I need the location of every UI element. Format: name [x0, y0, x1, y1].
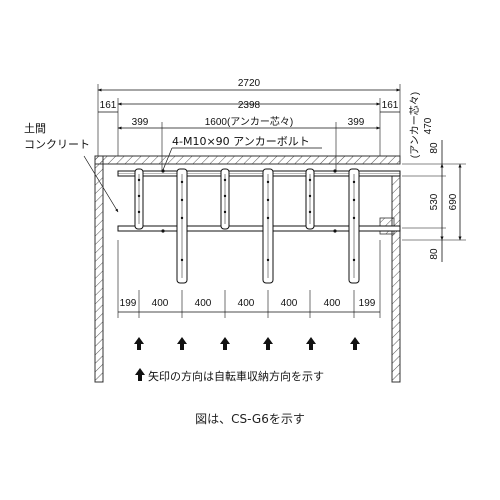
floor-label: 土間 コンクリート	[24, 122, 119, 213]
dim-inner-text: 2398	[238, 100, 261, 111]
arrow-up-icon	[306, 337, 316, 350]
floor-label-line2: コンクリート	[24, 138, 90, 151]
dim-right-80-top-text: 80	[429, 142, 440, 154]
arrow-note: 矢印の方向は自転車収納方向を示す	[135, 368, 324, 383]
dimension-bottom: 199 400 400 400 400 400 199	[117, 240, 381, 318]
bicycle-slot-6	[348, 168, 360, 284]
anchor-center-side-label: (アンカー芯々)	[408, 92, 421, 158]
dim-right-margin-text: 161	[382, 100, 399, 111]
dim-left-offset-text: 399	[132, 117, 149, 128]
anchor-bolts	[161, 169, 337, 233]
dim-bottom-5: 400	[324, 298, 341, 309]
arrow-up-icon	[135, 368, 145, 381]
bicycle-slot-1	[134, 168, 144, 230]
dim-bottom-0: 199	[120, 298, 137, 309]
arrow-up-icon	[350, 337, 360, 350]
dim-right-530-text: 530	[429, 193, 440, 210]
dim-right-80-bottom-text: 80	[429, 248, 440, 260]
floor-label-line1: 土間	[24, 122, 46, 135]
arrow-up-icon	[263, 337, 273, 350]
bicycle-slot-4	[262, 168, 274, 284]
arrow-up-icon	[177, 337, 187, 350]
dimension-overall: 2720	[97, 78, 401, 156]
dim-left-margin-text: 161	[100, 100, 117, 111]
dim-right-offset-text: 399	[348, 117, 365, 128]
figure-caption: 図は、CS-G6を示す	[195, 412, 305, 426]
anchor-bolt-callout: 4-M10×90 アンカーボルト	[162, 135, 322, 171]
dim-bottom-6: 199	[359, 298, 376, 309]
dim-anchor-center-text: 1600(アンカー芯々)	[205, 115, 294, 128]
arrow-note-text: 矢印の方向は自転車収納方向を示す	[148, 369, 324, 383]
bicycle-slot-2	[176, 168, 188, 284]
anchor-bolt-label: 4-M10×90 アンカーボルト	[172, 135, 310, 148]
arrow-up-icon	[134, 337, 144, 350]
bicycle-slots	[134, 168, 360, 284]
arrow-up-icon	[220, 337, 230, 350]
dim-overall-text: 2720	[238, 78, 261, 89]
dim-bottom-3: 400	[238, 298, 255, 309]
dim-right-690-text: 690	[448, 193, 459, 210]
bicycle-slot-3	[220, 168, 230, 230]
dim-bottom-1: 400	[152, 298, 169, 309]
storage-direction-arrows	[134, 337, 360, 350]
dimension-inner: 161 2398 161	[98, 98, 400, 156]
bicycle-slot-5	[305, 168, 315, 230]
dim-right-top-text: 470	[423, 117, 434, 134]
dim-bottom-4: 400	[281, 298, 298, 309]
dimension-right: 80 530 690 80 470 (アンカー芯々)	[402, 92, 466, 262]
dim-bottom-2: 400	[195, 298, 212, 309]
